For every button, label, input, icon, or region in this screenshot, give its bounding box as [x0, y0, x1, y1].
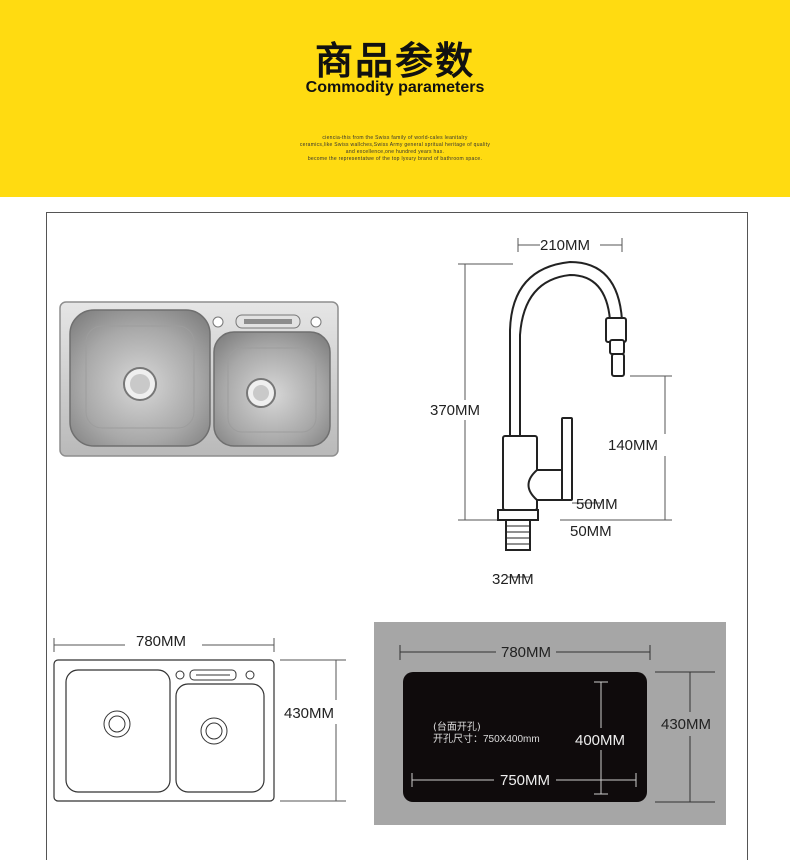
cutout-note-size: 750X400mm [483, 734, 540, 745]
top-view-length-label: 780MM [136, 633, 187, 650]
cutout-note-size-row: 开孔尺寸：750X400mm [433, 734, 540, 746]
cutout-outer-length-label: 780MM [501, 644, 552, 661]
tap-hole-icon [212, 316, 224, 328]
faucet-spout-label: 140MM [608, 437, 659, 454]
cutout-outer-depth-label: 430MM [661, 716, 712, 733]
faucet-icon [497, 260, 627, 551]
tagline-line: become the representatwe of the top lyxu… [307, 156, 483, 162]
faucet-handle-label: 50MM [576, 496, 618, 513]
faucet-height-label: 370MM [430, 402, 481, 419]
top-view-depth-label: 430MM [284, 705, 335, 722]
tap-hole-icon [310, 316, 322, 328]
cutout-hole-length-label: 750MM [500, 772, 551, 789]
page-title: 商品参数 [314, 39, 475, 83]
faucet-base-label: 50MM [570, 523, 612, 540]
brand-tagline: ciencia-this from the Swiss family of wo… [250, 135, 540, 163]
page-subtitle: Commodity parameters [305, 79, 485, 96]
faucet-pipe-label: 32MM [492, 571, 534, 588]
tagline-line: and excellence,one hundred years has. [345, 149, 445, 155]
cutout-note-label: 开孔尺寸： [433, 734, 483, 745]
cutout-hole-depth-label: 400MM [575, 732, 626, 749]
cutout-note: (台面开孔) 开孔尺寸：750X400mm [433, 722, 540, 746]
header-banner: 商品参数 Commodity parameters ciencia-this f… [0, 0, 790, 197]
tap-hole-icon [175, 670, 185, 680]
faucet-width-label: 210MM [540, 237, 591, 254]
tap-hole-icon [245, 670, 255, 680]
cutout-note-title: (台面开孔) [433, 722, 481, 733]
tagline-line: ceramics,like Swiss wallches,Swiss Army … [299, 142, 491, 148]
sink-photo [59, 301, 339, 457]
tagline-line: ciencia-this from the Swiss family of wo… [322, 135, 468, 141]
